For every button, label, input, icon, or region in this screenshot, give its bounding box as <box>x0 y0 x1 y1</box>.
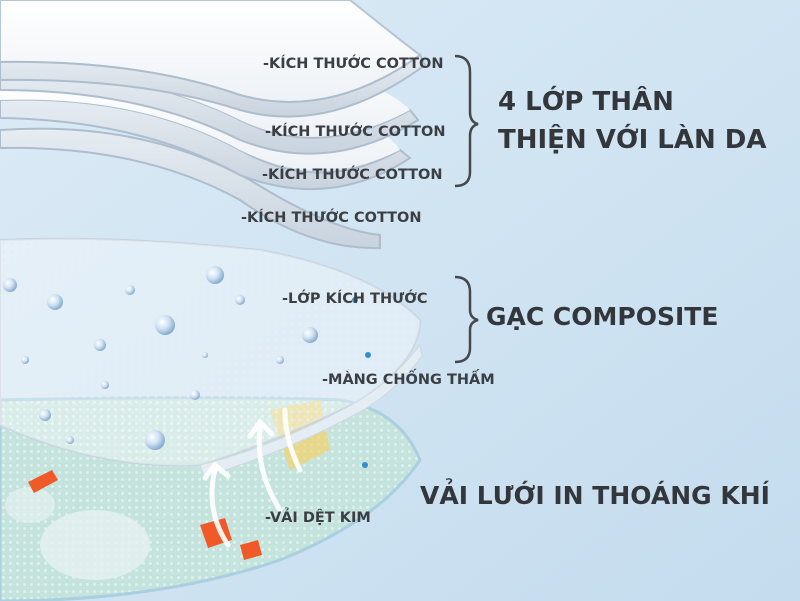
label-cotton-3: -KÍCH THƯỚC COTTON <box>262 167 443 183</box>
airflow-arrows-icon <box>202 407 303 548</box>
brace-composite <box>454 275 479 364</box>
label-size-layer: -LỚP KÍCH THƯỚC <box>282 291 428 307</box>
water-droplets <box>3 266 371 468</box>
label-cotton-2: -KÍCH THƯỚC COTTON <box>265 124 446 140</box>
label-knit: -VẢI DỆT KIM <box>265 510 371 526</box>
group-mesh: VẢI LƯỚI IN THOÁNG KHÍ <box>420 481 770 510</box>
cotton-layer-4 <box>0 127 381 250</box>
group-skin-line1: 4 LỚP THÂN <box>498 87 674 117</box>
group-composite: GẠC COMPOSITE <box>486 302 719 331</box>
label-cotton-4: -KÍCH THƯỚC COTTON <box>241 210 422 226</box>
label-cotton-1: -KÍCH THƯỚC COTTON <box>263 56 444 72</box>
cotton-layer-1 <box>0 0 427 118</box>
group-skin-line2: THIỆN VỚI LÀN DA <box>498 125 767 155</box>
brace-skin-layers <box>454 54 479 188</box>
composite-gauze-layer <box>0 237 423 477</box>
label-waterproof: -MÀNG CHỐNG THẤM <box>322 372 495 388</box>
